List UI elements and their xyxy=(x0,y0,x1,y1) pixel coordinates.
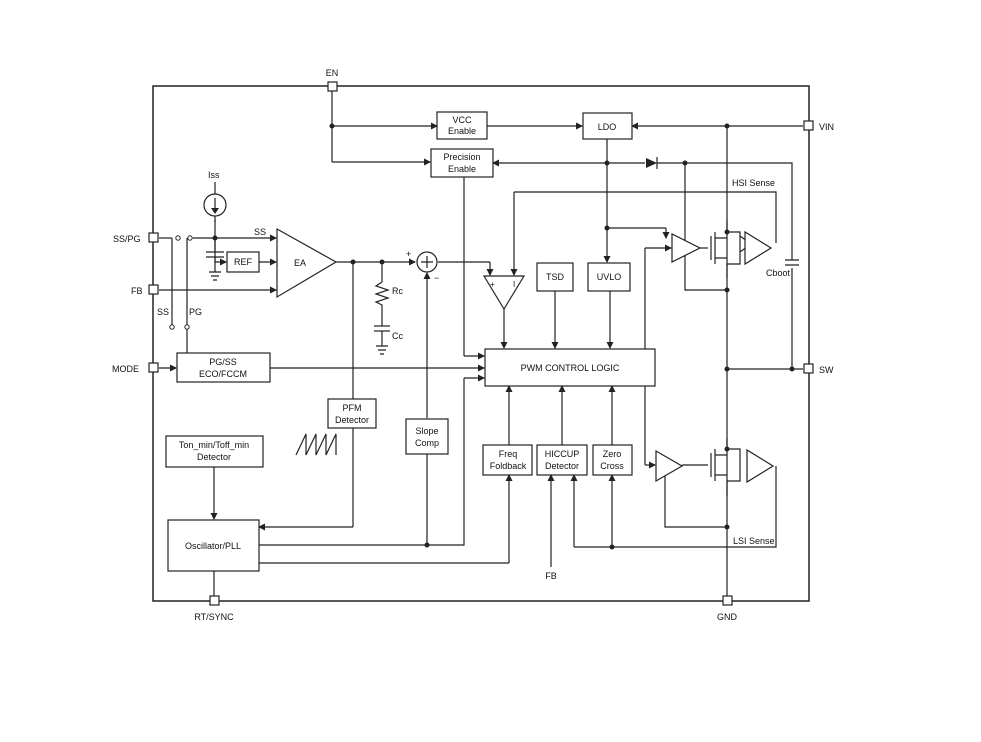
ton-toff-detector-block xyxy=(165,435,264,468)
pwm-label: PWM CONTROL LOGIC xyxy=(521,363,620,373)
zero-label: Zero xyxy=(603,449,622,459)
zero-cross-block xyxy=(592,444,633,476)
freq-foldback-block xyxy=(482,444,533,476)
pin-sw xyxy=(803,363,814,374)
pwm-comparator xyxy=(482,275,526,311)
pg-switch-label: PG xyxy=(189,307,202,317)
hsi-sense-amp xyxy=(744,230,773,266)
chip-outline xyxy=(152,85,810,602)
pin-rt-sync-label: RT/SYNC xyxy=(194,612,234,622)
pin-ss-pg xyxy=(148,232,159,243)
switch-contacts xyxy=(169,235,193,330)
cc-label: Cc xyxy=(392,331,403,341)
pin-en-label: EN xyxy=(326,68,339,78)
pg-ss-label: PG/SS xyxy=(209,357,237,367)
iss-label: Iss xyxy=(208,170,220,180)
ref-block xyxy=(226,251,260,273)
slope-comp-block xyxy=(405,418,449,455)
ss-wire-label: SS xyxy=(254,227,266,237)
pin-mode xyxy=(148,362,159,373)
lsi-sense-amp xyxy=(746,448,775,484)
vcc-enable-label: Enable xyxy=(448,126,476,136)
comp-label: Comp xyxy=(415,438,439,448)
fb-internal-label: FB xyxy=(545,571,557,581)
foldback-label: Foldback xyxy=(490,461,527,471)
lsi-sense-label: LSI Sense xyxy=(733,536,775,546)
cboot-label: Cboot xyxy=(766,268,791,278)
comp-plus-label: + xyxy=(490,280,495,289)
pin-rt-sync xyxy=(209,595,220,606)
precision-enable-block xyxy=(430,148,494,178)
pin-gnd xyxy=(722,595,733,606)
pin-ss-pg-label: SS/PG xyxy=(113,234,141,244)
vcc-enable-block xyxy=(436,111,488,140)
uvlo-label: UVLO xyxy=(597,272,622,282)
pin-fb xyxy=(148,284,159,295)
pin-vin xyxy=(803,120,814,131)
pin-en xyxy=(327,81,338,92)
diode-icon xyxy=(646,157,658,169)
tsd-block xyxy=(536,262,574,292)
precision-label: Precision xyxy=(443,152,480,162)
hiccup-label: HICCUP xyxy=(545,449,580,459)
hiccup-detector-label: Detector xyxy=(545,461,579,471)
summer-minus-label: − xyxy=(434,273,439,283)
oscillator-pll-block xyxy=(167,519,260,572)
ls-gate-driver xyxy=(655,449,684,483)
pin-sw-label: SW xyxy=(819,365,834,375)
hiccup-detector-block xyxy=(536,444,588,476)
ea-label: EA xyxy=(294,258,306,268)
summing-junction xyxy=(416,251,438,273)
ss-switch-label: SS xyxy=(157,307,169,317)
cross-label: Cross xyxy=(600,461,624,471)
ton-label: Ton_min/Toff_min xyxy=(179,440,249,450)
slope-label: Slope xyxy=(415,426,438,436)
iss-current-source xyxy=(203,182,227,222)
pg-ss-eco-fccm-block xyxy=(176,352,271,383)
pfm-detector-label: Detector xyxy=(335,415,369,425)
tsd-label: TSD xyxy=(546,272,565,282)
junction-dots xyxy=(212,123,795,550)
eco-fccm-label: ECO/FCCM xyxy=(199,369,247,379)
vcc-label: VCC xyxy=(452,115,472,125)
pin-mode-label: MODE xyxy=(112,364,139,374)
pin-fb-label: FB xyxy=(131,286,143,296)
osc-label: Oscillator/PLL xyxy=(185,541,241,551)
precision-enable-label: Enable xyxy=(448,164,476,174)
pin-vin-label: VIN xyxy=(819,122,834,132)
ldo-label: LDO xyxy=(598,122,617,132)
freq-label: Freq xyxy=(499,449,518,459)
rc-label: Rc xyxy=(392,286,403,296)
sawtooth-icon xyxy=(295,433,337,456)
pin-gnd-label: GND xyxy=(717,612,738,622)
pwm-control-logic-block xyxy=(484,348,656,387)
pfm-detector-block xyxy=(327,398,377,429)
ref-label: REF xyxy=(234,257,253,267)
hsi-sense-label: HSI Sense xyxy=(732,178,775,188)
pfm-label: PFM xyxy=(343,403,362,413)
comp-i-label: I xyxy=(513,280,515,289)
error-amplifier xyxy=(276,227,338,299)
ton-detector-label: Detector xyxy=(197,452,231,462)
uvlo-block xyxy=(587,262,631,292)
hs-gate-driver xyxy=(671,233,702,263)
summer-plus-label: + xyxy=(406,249,411,259)
ldo-block xyxy=(582,112,633,140)
wires xyxy=(159,91,803,600)
